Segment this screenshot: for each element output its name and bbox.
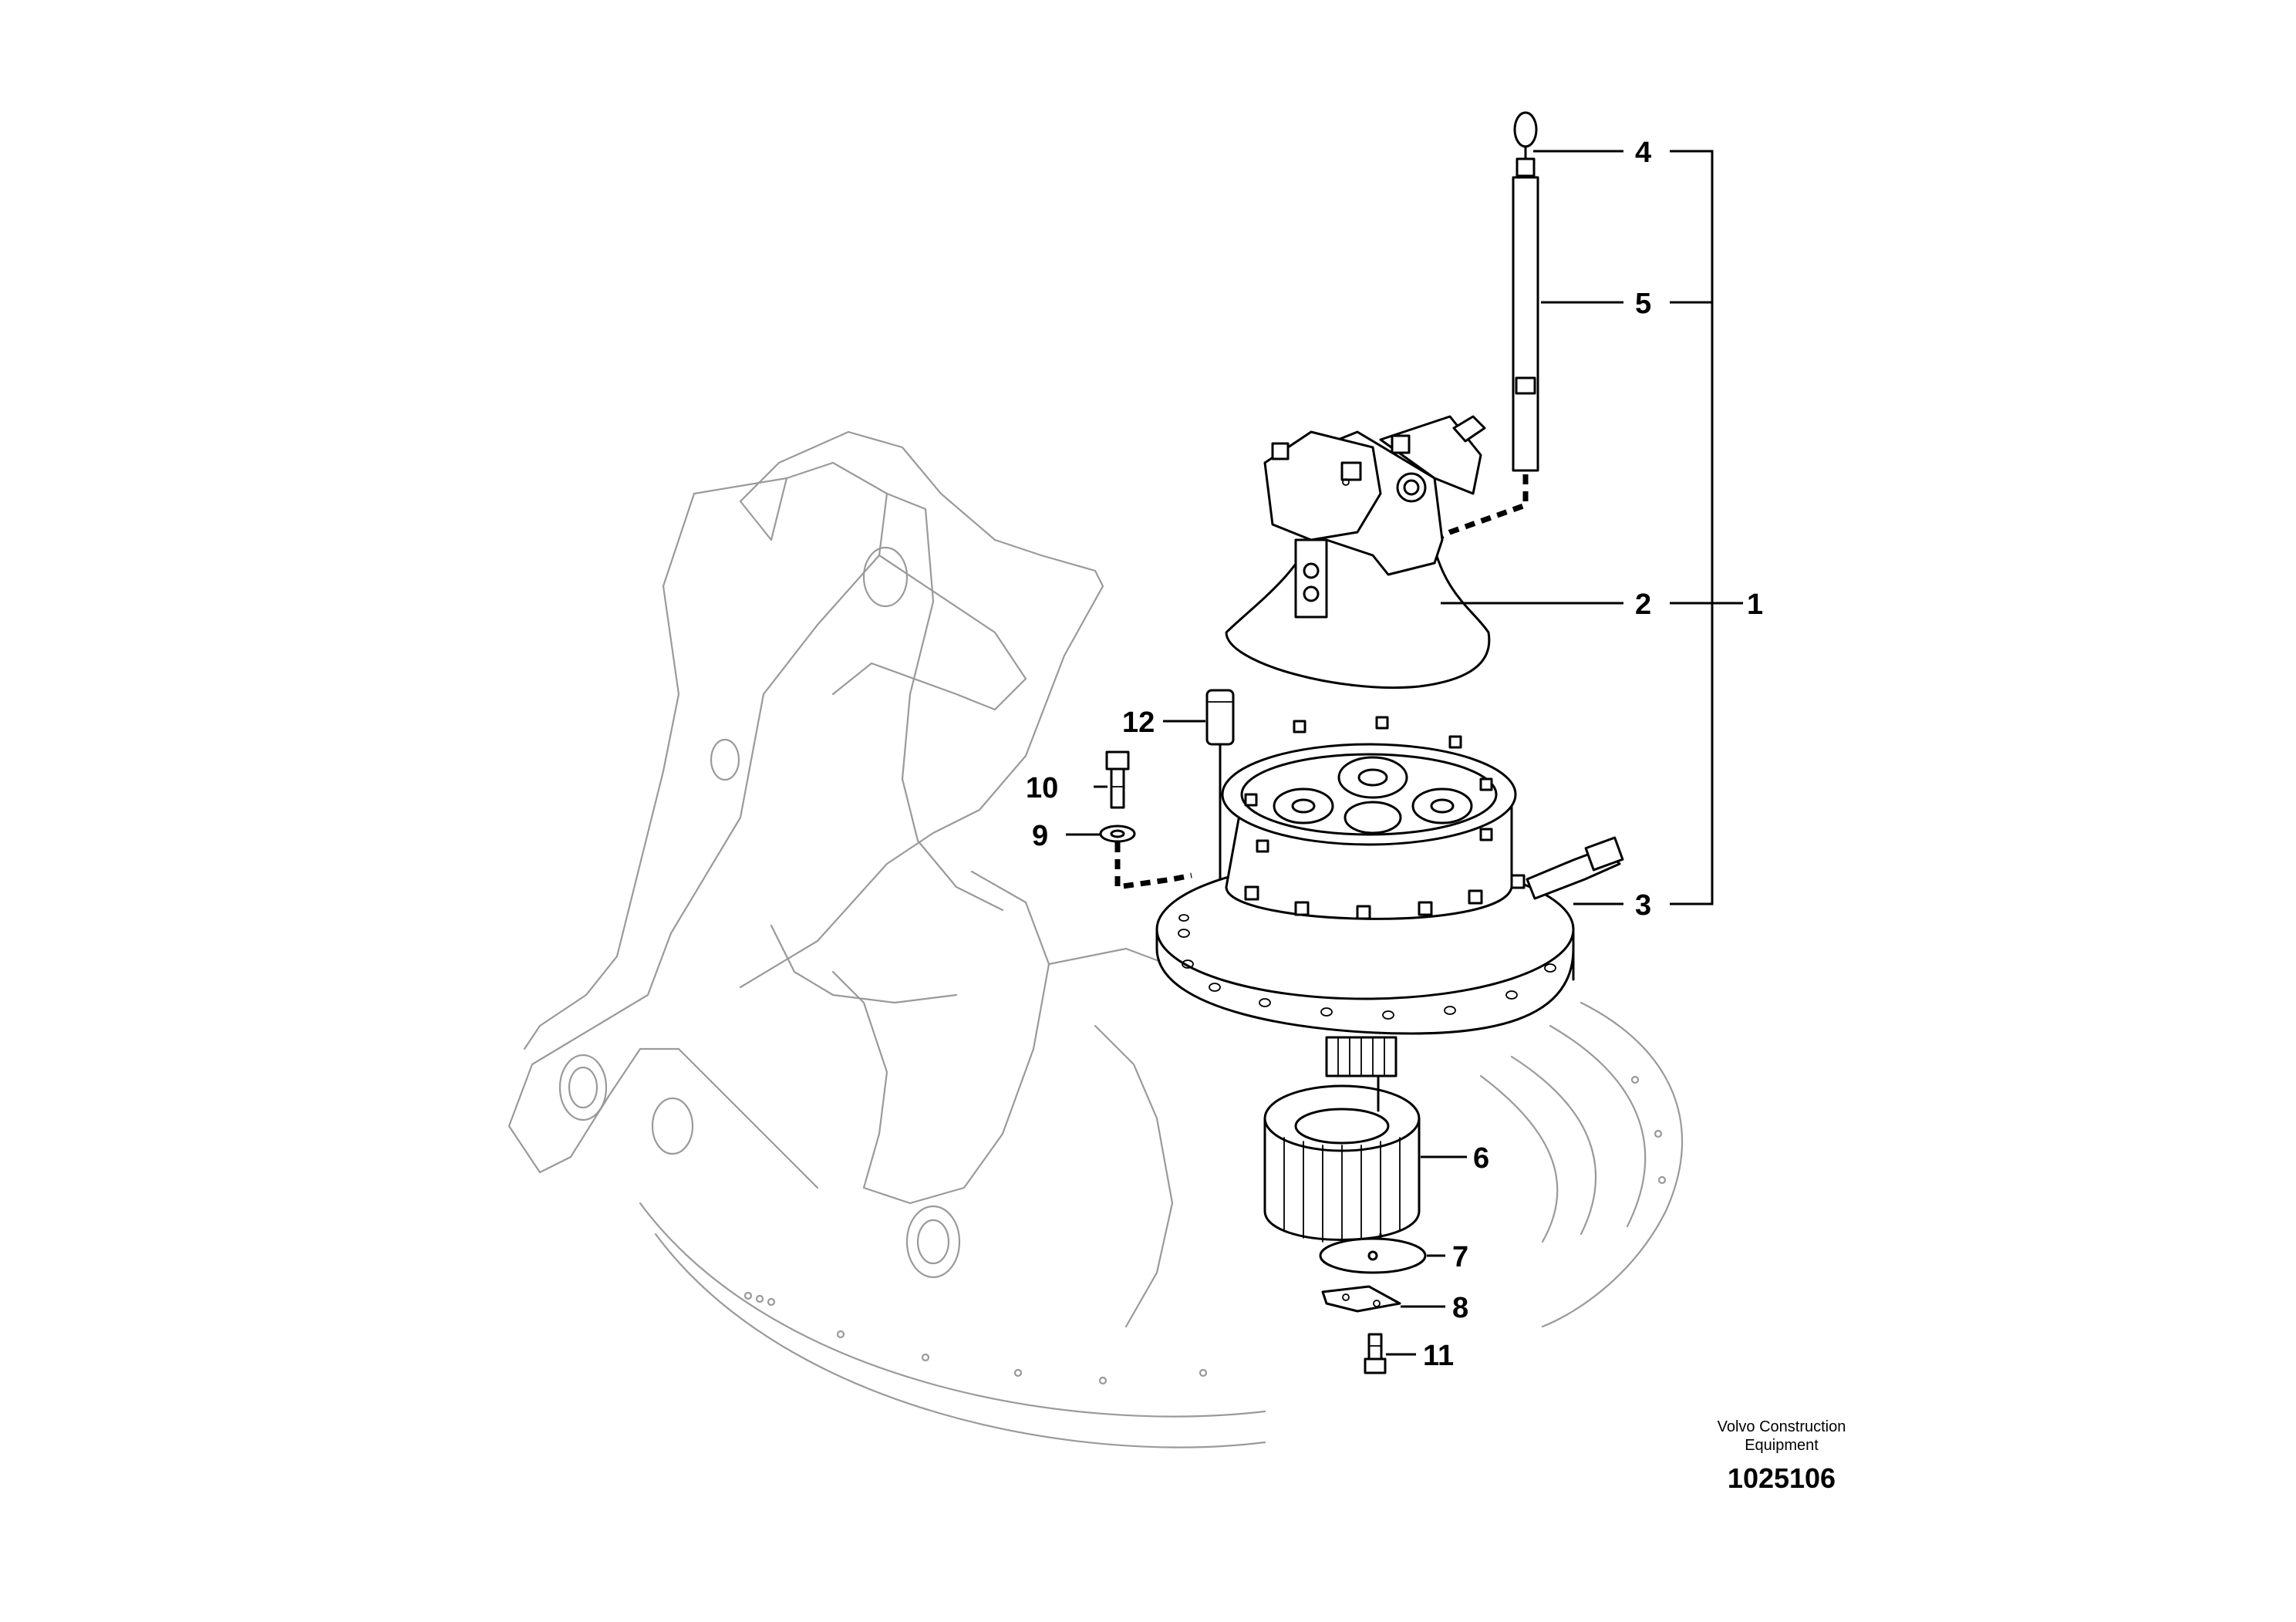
dipstick-assembly (1433, 111, 1539, 543)
callout-6: 6 (1473, 1142, 1489, 1175)
callout-12: 12 (1122, 706, 1155, 739)
callout-11: 11 (1423, 1340, 1454, 1372)
callout-2: 2 (1635, 588, 1651, 621)
swing-motor (1225, 415, 1491, 690)
callout-3: 3 (1635, 889, 1651, 922)
screw (1364, 1333, 1387, 1374)
image-number: 1025106 (1727, 1462, 1836, 1494)
callout-7: 7 (1452, 1241, 1468, 1273)
callout-5: 5 (1635, 288, 1651, 320)
pinion-gear (1263, 1074, 1421, 1244)
callout-4: 4 (1635, 137, 1651, 169)
bolt-head (1105, 750, 1130, 771)
swing-reduction-gear (1155, 716, 1624, 1077)
dipstick-tube (1512, 176, 1539, 472)
dipstick-ring-handle (1513, 111, 1538, 148)
pin-part-12 (1205, 689, 1235, 889)
manufacturer-line-1: Volvo Construction (1717, 1418, 1846, 1435)
end-plate (1319, 1233, 1427, 1274)
manufacturer-line-2: Equipment (1745, 1437, 1819, 1454)
upper-frame-background (507, 430, 1684, 1448)
leader-lines (1066, 150, 1743, 1356)
image-footer: Volvo Construction Equipment 1025106 (1627, 1418, 1936, 1495)
callout-8: 8 (1452, 1292, 1468, 1324)
callout-9: 9 (1032, 820, 1048, 852)
callout-1: 1 (1747, 588, 1763, 621)
bolt-and-washer (1099, 750, 1192, 891)
dipstick-cap (1515, 157, 1536, 177)
callout-labels: 1 2 3 4 5 6 7 8 9 10 11 12 (1026, 137, 1763, 1372)
callout-10: 10 (1026, 772, 1058, 804)
lock-plate (1321, 1285, 1401, 1313)
